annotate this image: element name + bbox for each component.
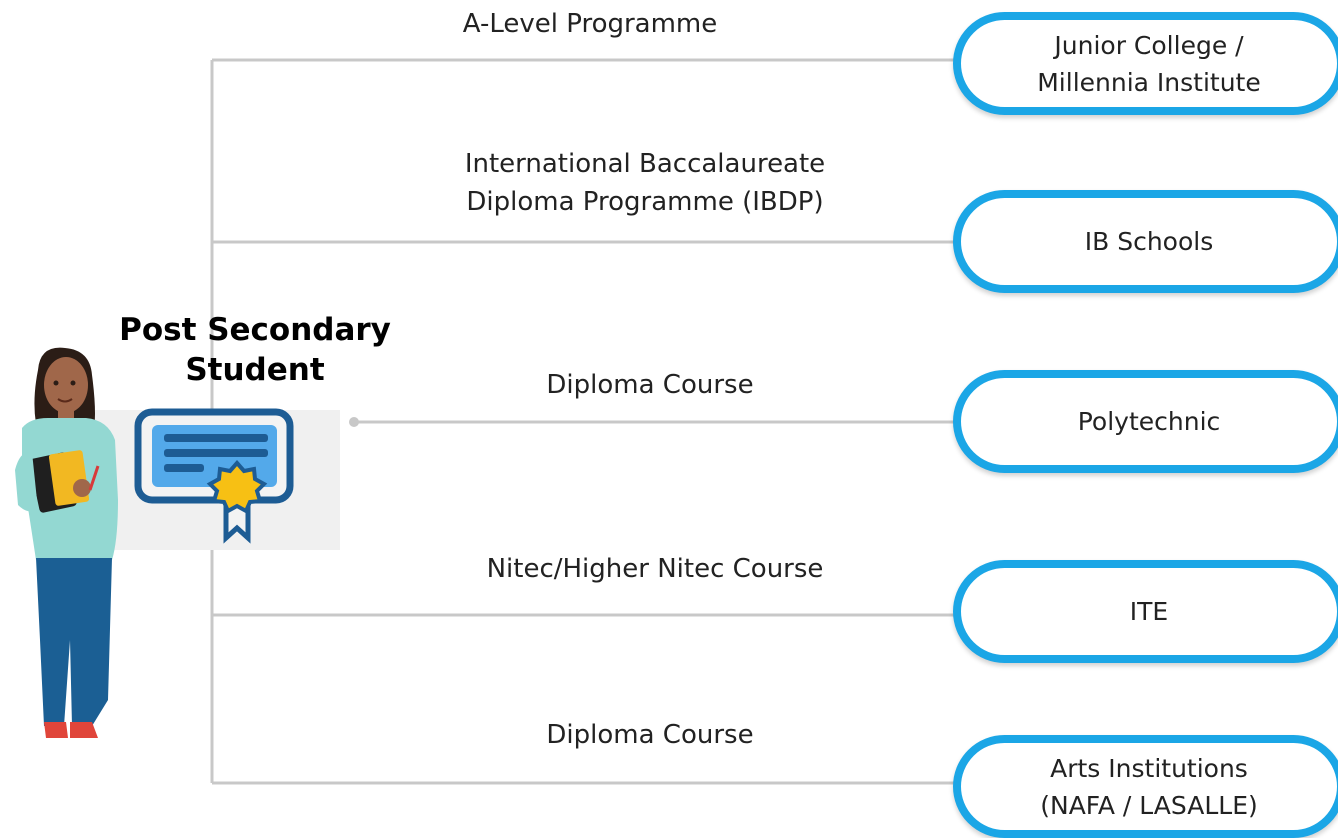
path-label-arts-diploma: Diploma Course — [546, 720, 754, 750]
destination-ite: ITE — [953, 560, 1338, 663]
destination-junior-college: Junior College / Millennia Institute — [953, 12, 1338, 115]
path-label-ibdp: International Baccalaureate Diploma Prog… — [464, 149, 826, 217]
student-title: Post Secondary Student — [119, 312, 391, 388]
path-label-a-level: A-Level Programme — [462, 9, 718, 39]
path-label-nitec: Nitec/Higher Nitec Course — [486, 554, 824, 584]
connector-dot — [349, 417, 359, 427]
path-label-diploma: Diploma Course — [546, 370, 754, 400]
student-illustration — [15, 347, 340, 738]
destination-ib-schools: IB Schools — [953, 190, 1338, 293]
student-figure — [15, 347, 118, 738]
certificate-icon — [134, 408, 294, 544]
destination-polytechnic: Polytechnic — [953, 370, 1338, 473]
destination-arts-institutions: Arts Institutions (NAFA / LASALLE) — [953, 735, 1338, 838]
